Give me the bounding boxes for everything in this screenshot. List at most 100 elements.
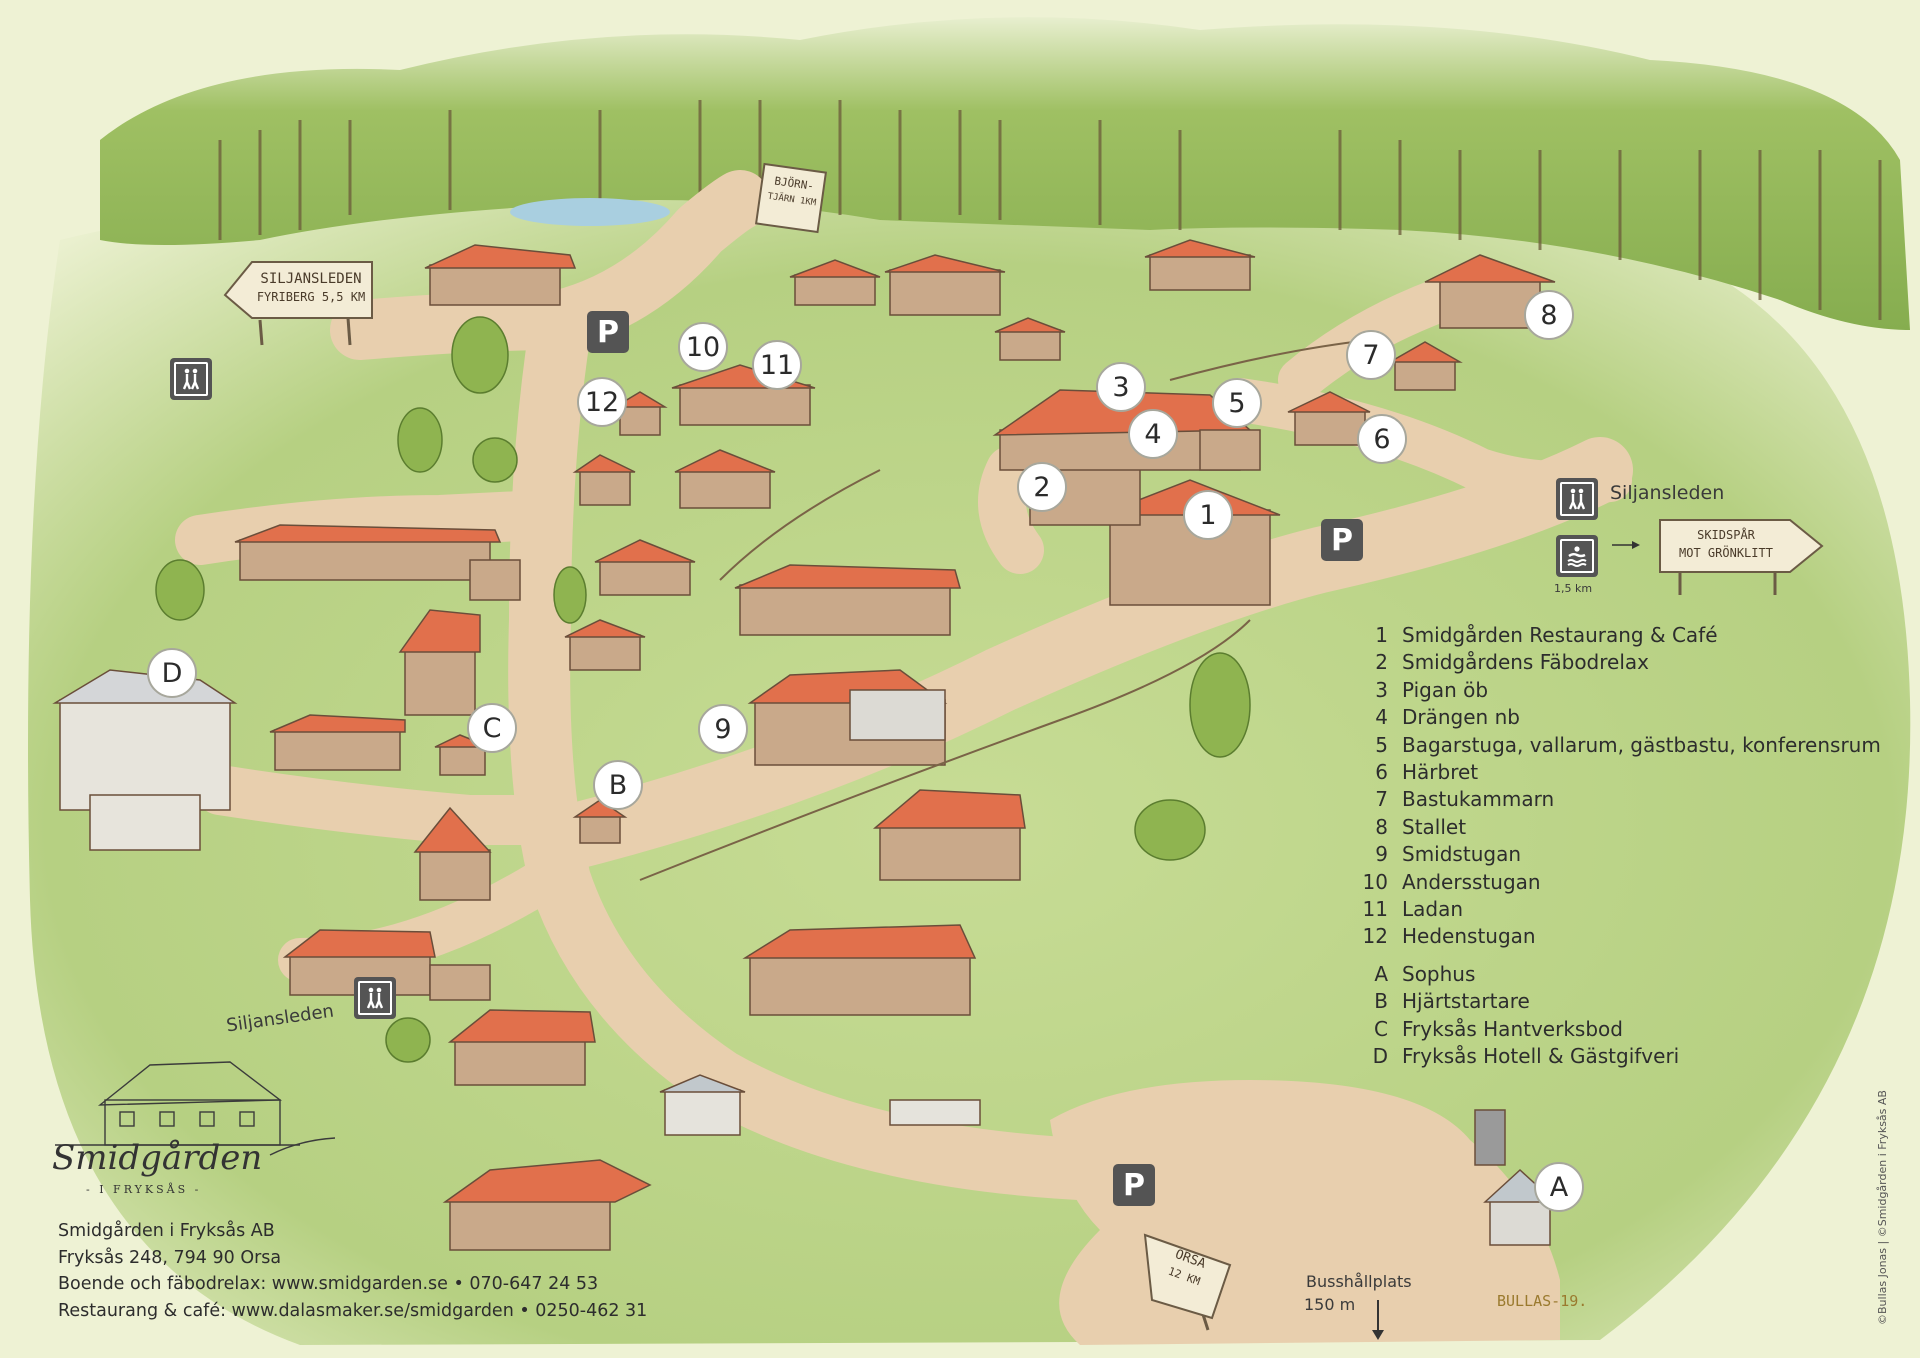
legend-key: 11: [1362, 897, 1388, 922]
marker-a[interactable]: A: [1534, 1162, 1584, 1212]
legend-key: D: [1372, 1044, 1388, 1069]
legend-item-b[interactable]: B Hjärtstartare: [1356, 988, 1881, 1015]
legend-item-d[interactable]: D Fryksås Hotell & Gästgifveri: [1356, 1043, 1881, 1070]
company-name: Smidgården i Fryksås AB: [58, 1221, 275, 1241]
forest-band: [100, 17, 1910, 331]
marker-c-label: C: [482, 712, 502, 744]
legend-label: Hedenstugan: [1402, 924, 1536, 949]
marker-9[interactable]: 9: [698, 704, 748, 754]
marker-5[interactable]: 5: [1212, 378, 1262, 428]
artist-signature: BULLAS-19.: [1497, 1292, 1588, 1310]
hiking-icon-east[interactable]: [1556, 478, 1598, 520]
marker-7-label: 7: [1362, 339, 1380, 371]
parking-icon-south[interactable]: P: [1113, 1164, 1155, 1206]
legend-key: 10: [1362, 869, 1388, 894]
marker-8-label: 8: [1540, 299, 1558, 331]
marker-6[interactable]: 6: [1357, 414, 1407, 464]
bus-stop-label-line2: 150 m: [1304, 1295, 1356, 1314]
swim-icon[interactable]: [1556, 535, 1598, 577]
marker-d[interactable]: D: [147, 648, 197, 698]
parking-icon-north-label: P: [597, 314, 619, 350]
marker-c[interactable]: C: [467, 703, 517, 753]
hikers-glyph: [182, 368, 200, 390]
parking-icon-north[interactable]: P: [587, 311, 629, 353]
legend-item-2[interactable]: 2 Smidgårdens Fäbodrelax: [1356, 649, 1881, 676]
parking-icon-south-label: P: [1123, 1167, 1145, 1203]
legend-item-3[interactable]: 3 Pigan öb: [1356, 677, 1881, 704]
legend-item-a[interactable]: A Sophus: [1356, 961, 1881, 988]
marker-10[interactable]: 10: [678, 322, 728, 372]
legend-item-c[interactable]: C Fryksås Hantverksbod: [1356, 1016, 1881, 1043]
hikers-glyph: [1568, 488, 1586, 510]
restaurant-contact: Restaurang & café: www.dalasmaker.se/smi…: [58, 1300, 648, 1321]
legend-item-12[interactable]: 12 Hedenstugan: [1356, 923, 1881, 950]
pond: [510, 198, 670, 226]
legend-label: Hjärtstartare: [1402, 989, 1530, 1014]
marker-2[interactable]: 2: [1017, 462, 1067, 512]
marker-10-label: 10: [685, 331, 721, 363]
legend-label: Smidstugan: [1402, 842, 1521, 867]
legend-key: 2: [1375, 650, 1388, 675]
sign-siljansleden: SILJANSLEDEN FYRIBERG 5,5 KM: [252, 266, 370, 314]
hiking-icon-east-frame: [1560, 482, 1594, 516]
legend-label: Bagarstuga, vallarum, gästbastu, konfere…: [1402, 732, 1881, 757]
logo-name: Smidgården: [52, 1138, 263, 1178]
trees: [155, 316, 1251, 1063]
legend-key: 3: [1375, 677, 1388, 702]
swimmer-glyph: [1567, 546, 1587, 567]
marker-7[interactable]: 7: [1346, 330, 1396, 380]
hiking-icon-south[interactable]: [354, 977, 396, 1019]
hiking-icon-south-frame: [358, 981, 392, 1015]
legend-key: B: [1374, 989, 1388, 1014]
sign-siljansleden-board: [223, 261, 373, 319]
parking-icon-east-label: P: [1331, 522, 1353, 558]
hiking-icon-west-frame: [174, 362, 208, 396]
marker-8[interactable]: 8: [1524, 290, 1574, 340]
sign-skidspar-board: [1659, 519, 1824, 573]
legend-key: 1: [1375, 623, 1388, 647]
buildings: [52, 239, 1557, 1251]
legend-key: 9: [1375, 842, 1388, 867]
swim-arrowhead: [1632, 541, 1640, 549]
marker-12[interactable]: 12: [577, 377, 627, 427]
parking-icon-east[interactable]: P: [1321, 519, 1363, 561]
legend-spacer: [1356, 951, 1881, 961]
marker-b-label: B: [608, 769, 628, 801]
legend-label: Smidgårdens Fäbodrelax: [1402, 650, 1649, 675]
hiking-icon-west[interactable]: [170, 358, 212, 400]
marker-11[interactable]: 11: [752, 340, 802, 390]
legend-key: 12: [1362, 924, 1388, 949]
legend-item-10[interactable]: 10 Andersstugan: [1356, 869, 1881, 896]
bus-stop-arrowhead: [1372, 1330, 1384, 1340]
legend-label: Fryksås Hantverksbod: [1402, 1016, 1623, 1041]
marker-b[interactable]: B: [593, 760, 643, 810]
legend-label: Pigan öb: [1402, 677, 1489, 702]
contact-info: Smidgården i Fryksås AB Fryksås 248, 794…: [58, 1218, 647, 1324]
marker-4-label: 4: [1144, 418, 1162, 450]
legend-label: Sophus: [1402, 961, 1476, 986]
marker-12-label: 12: [584, 386, 620, 418]
legend-item-9[interactable]: 9 Smidstugan: [1356, 841, 1881, 868]
marker-3[interactable]: 3: [1096, 362, 1146, 412]
legend-key: A: [1374, 961, 1388, 986]
sign-bjorntjarn-board: [754, 162, 828, 234]
legend-label: Drängen nb: [1402, 705, 1520, 730]
legend-label: Andersstugan: [1402, 869, 1541, 894]
legend-label: Fryksås Hotell & Gästgifveri: [1402, 1044, 1680, 1069]
sign-siljansleden-line2: FYRIBERG 5,5 KM: [256, 290, 366, 304]
marker-4[interactable]: 4: [1128, 409, 1178, 459]
sign-skidspar: SKIDSPÅR MOT GRÖNKLITT: [1664, 526, 1788, 568]
sign-posts: [258, 317, 1777, 1331]
legend-key: C: [1374, 1016, 1388, 1041]
marker-1[interactable]: 1: [1183, 490, 1233, 540]
